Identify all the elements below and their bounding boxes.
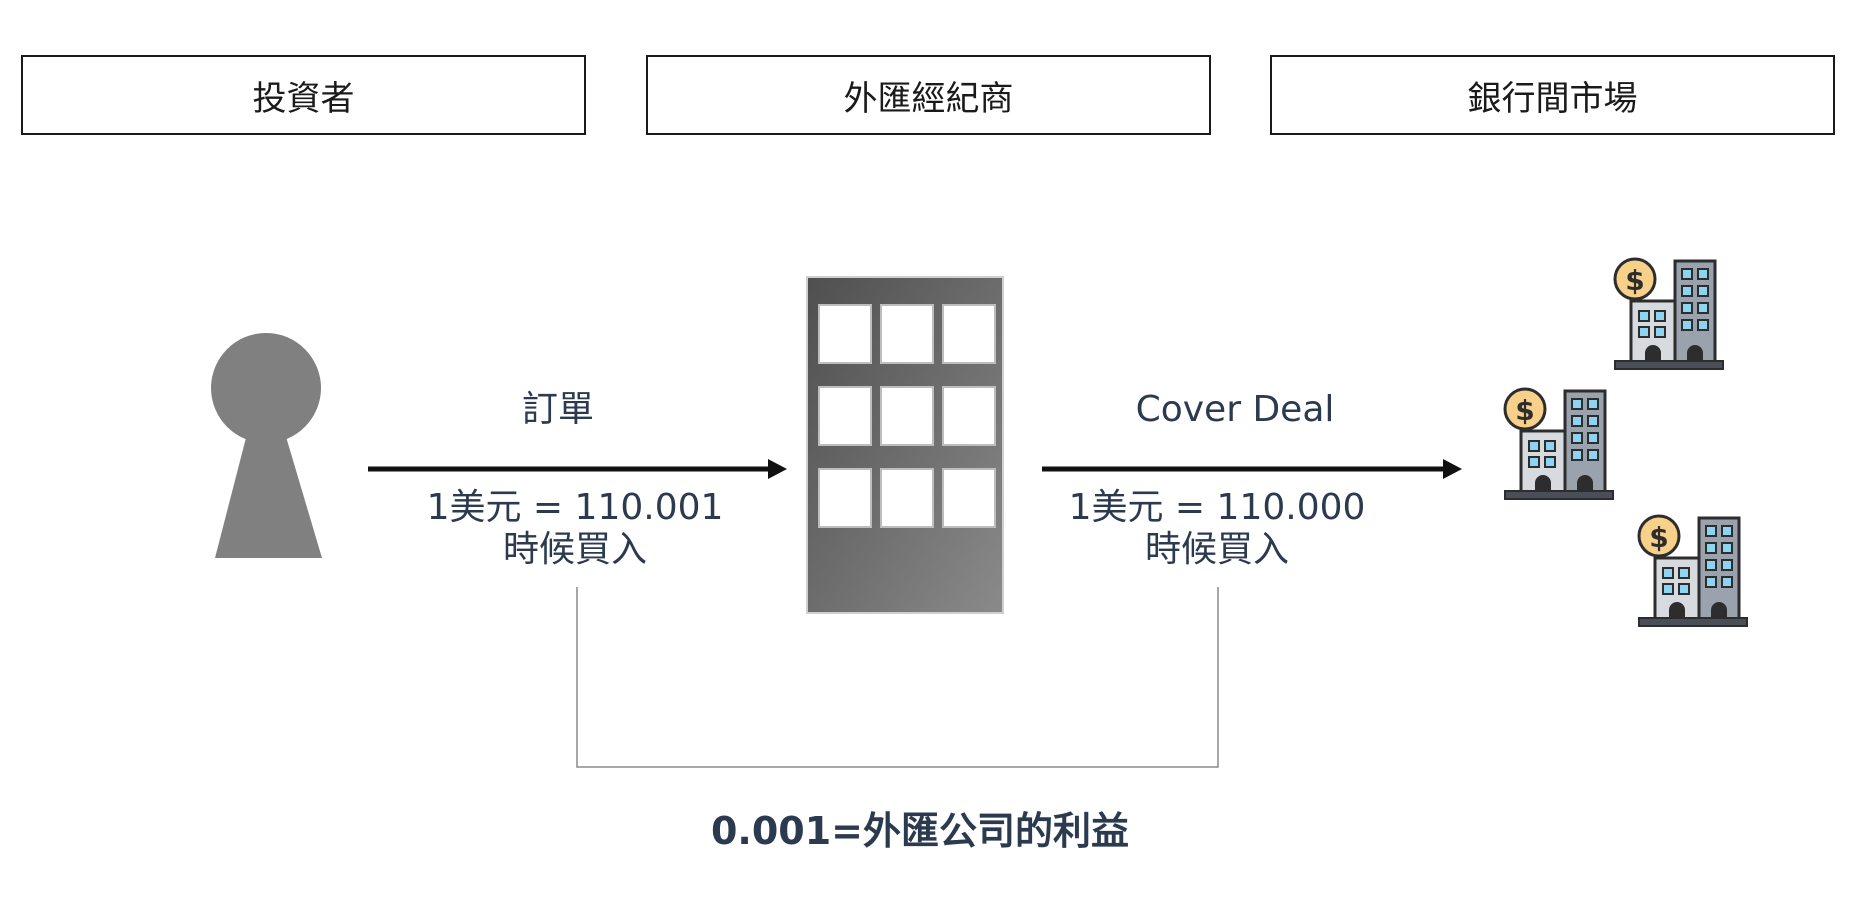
order-rate: 1美元 = 110.001 <box>426 487 724 528</box>
office-building-icon <box>806 276 1004 614</box>
header-investor-label: 投資者 <box>252 78 355 119</box>
profit-label: 0.001=外匯公司的利益 <box>710 809 1130 853</box>
header-interbank: 銀行間市場 <box>1270 55 1835 135</box>
header-broker-label: 外匯經紀商 <box>843 78 1014 119</box>
cover-deal-action: 時候買入 <box>1144 529 1289 570</box>
profit-bracket <box>576 587 1219 768</box>
header-investor: 投資者 <box>21 55 586 135</box>
cover-deal-rate: 1美元 = 110.000 <box>1068 487 1366 528</box>
cover-deal-arrow <box>1042 459 1462 479</box>
header-interbank-label: 銀行間市場 <box>1467 78 1638 119</box>
header-broker: 外匯經紀商 <box>646 55 1211 135</box>
bank-building-dollar-icon <box>1503 257 1749 628</box>
cover-deal-label: Cover Deal <box>1135 389 1335 430</box>
order-action: 時候買入 <box>502 529 647 570</box>
person-icon <box>211 333 322 558</box>
order-label: 訂單 <box>521 389 594 430</box>
order-arrow <box>368 459 787 479</box>
